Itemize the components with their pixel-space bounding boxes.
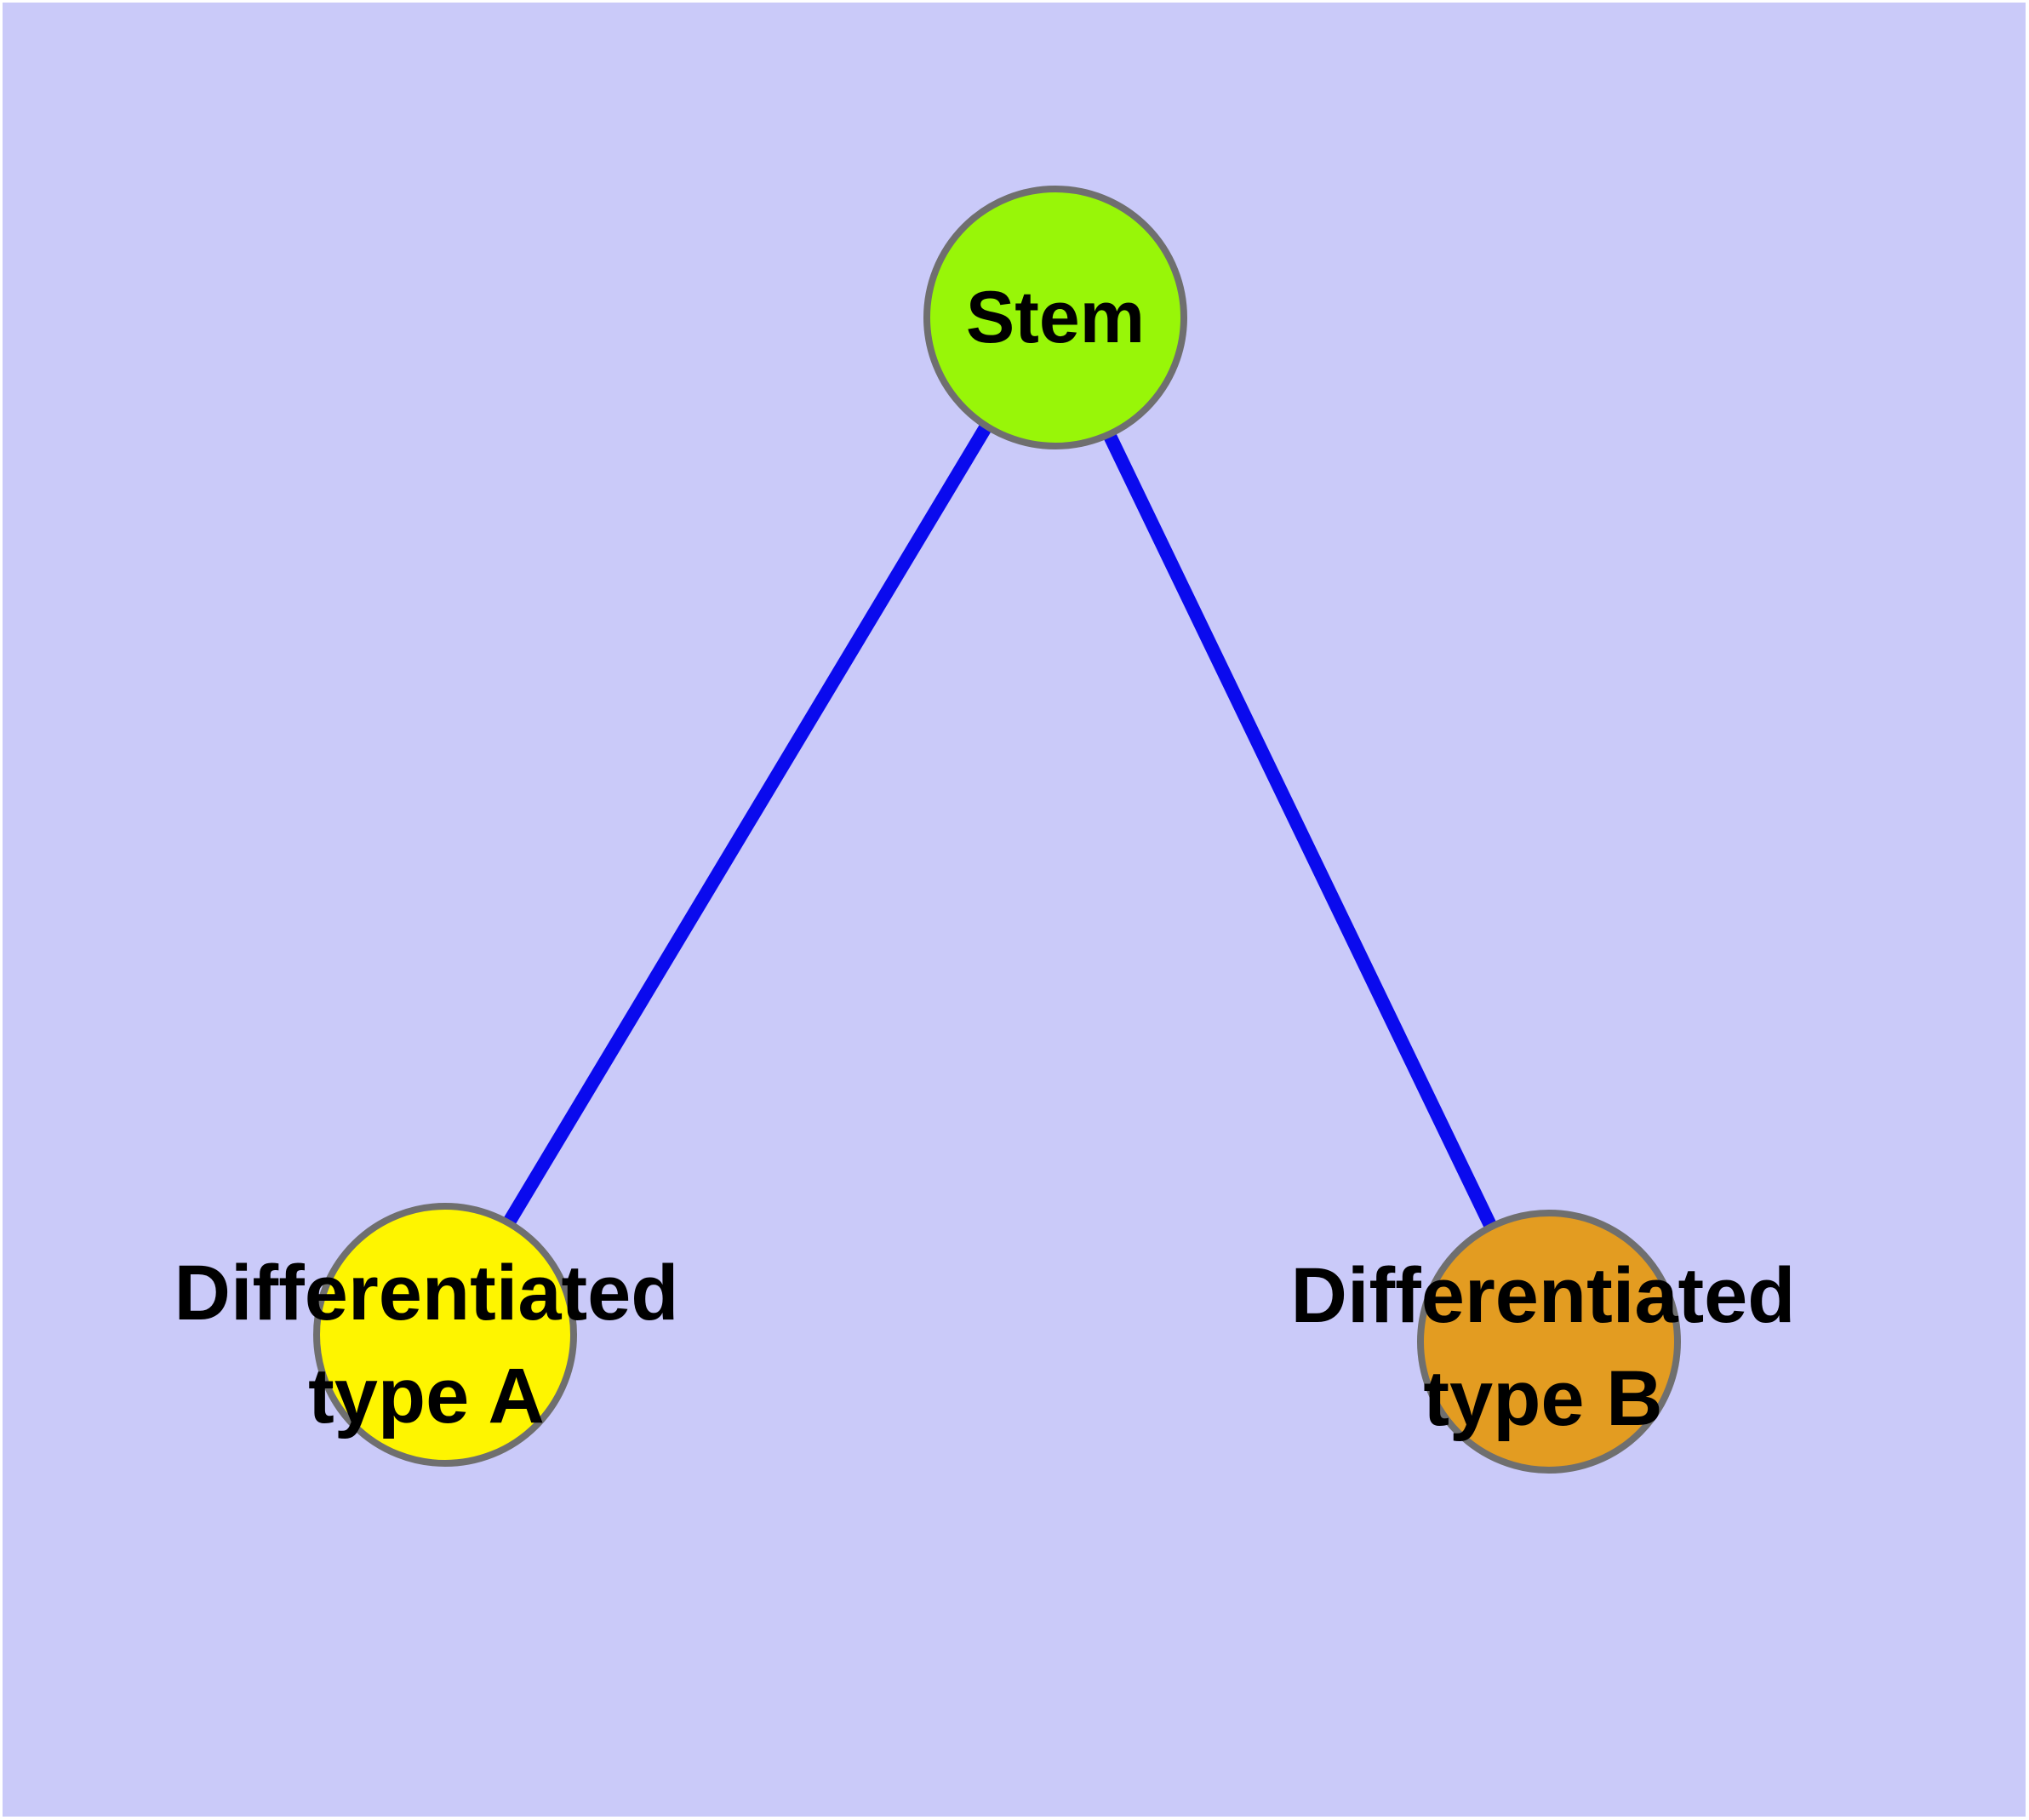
node-differentiated-type-a: [313, 1203, 577, 1467]
diagram-canvas: Stem Differentiated type A Differentiate…: [3, 3, 2026, 1817]
edges-layer: [437, 312, 1551, 1341]
node-stem: Stem: [923, 186, 1187, 449]
node-differentiated-type-b: [1417, 1210, 1681, 1474]
edge-stem-to-type-b: [1046, 313, 1551, 1341]
node-stem-label: Stem: [965, 276, 1146, 358]
edge-stem-to-type-a: [437, 312, 1059, 1334]
